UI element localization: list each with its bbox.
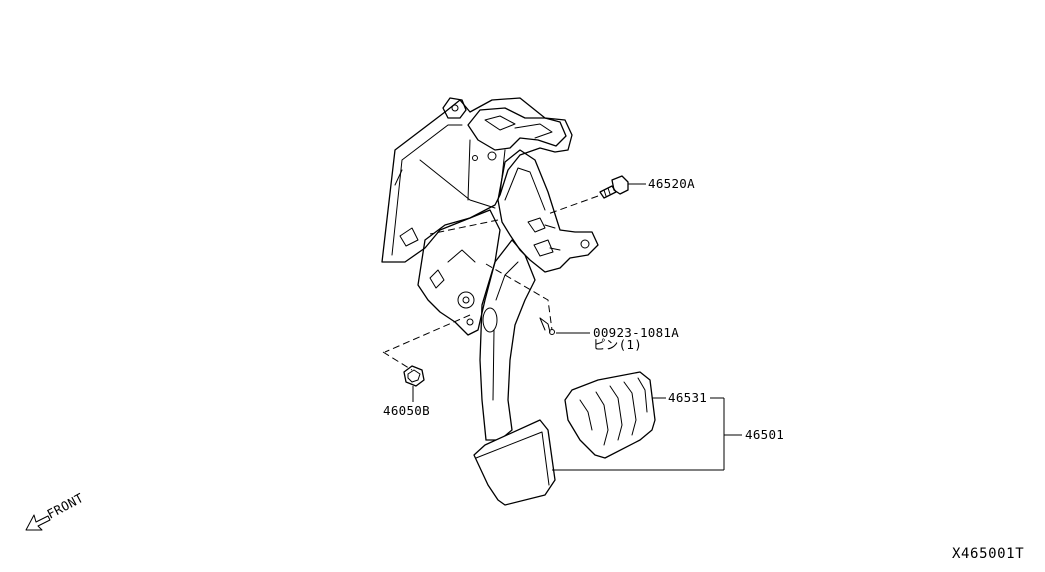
diagram-code: X465001T	[952, 546, 1024, 562]
label-46501: 46501	[745, 427, 784, 442]
label-46520a: 46520A	[648, 176, 695, 191]
clip-pin-00923	[539, 317, 555, 335]
label-00923-note: ピン(1)	[593, 337, 642, 352]
front-indicator: FRONT	[25, 490, 86, 531]
label-front: FRONT	[44, 490, 86, 522]
label-46531: 46531	[668, 390, 707, 405]
label-00923-1081a: 00923-1081A	[593, 325, 679, 340]
bolt-46520a	[599, 175, 629, 199]
front-arrow-icon	[25, 514, 51, 531]
label-46050b: 46050B	[383, 403, 430, 418]
pedal-arm	[473, 239, 556, 506]
nut-46050b	[403, 365, 425, 387]
assembly-lines	[382, 195, 599, 371]
leader-lines	[412, 183, 742, 471]
pedal-bracket	[381, 97, 599, 336]
pedal-pad-rubber	[564, 371, 656, 459]
